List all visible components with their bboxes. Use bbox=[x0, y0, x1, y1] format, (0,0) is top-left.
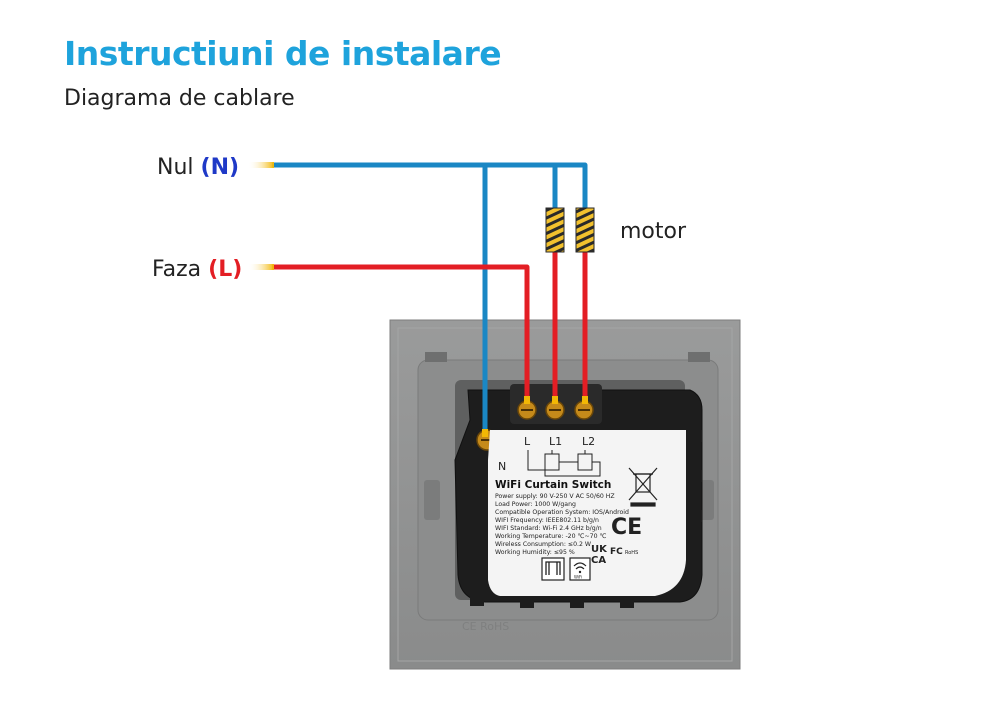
terminal-screw-l2 bbox=[574, 400, 594, 420]
wifi-tag: WiFi bbox=[574, 575, 582, 580]
terminal-label-n: N bbox=[498, 460, 506, 473]
wire-tip bbox=[524, 396, 530, 404]
ukca-mark-top: UK bbox=[591, 544, 608, 555]
label-panel bbox=[488, 430, 686, 596]
wire-tip bbox=[482, 429, 488, 437]
spec-line: WIFI Frequency: IEEE802.11 b/g/n bbox=[495, 517, 599, 524]
product-name: WiFi Curtain Switch bbox=[495, 479, 611, 491]
live-wire bbox=[272, 264, 530, 400]
wire-tip bbox=[552, 396, 558, 404]
ce-mark: CE bbox=[611, 515, 642, 540]
spec-line: Working Temperature: -20 ℃~70 ℃ bbox=[495, 533, 606, 540]
curtain-icon bbox=[541, 557, 565, 581]
circuit-schematic-icon bbox=[527, 450, 601, 477]
wire-tip bbox=[582, 396, 588, 404]
neutral-wire-tip bbox=[248, 162, 274, 168]
neutral-label: Nul (N) bbox=[157, 155, 239, 180]
fc-mark: FC bbox=[610, 547, 623, 557]
spec-line: Power supply: 90 V-250 V AC 50/60 HZ bbox=[495, 493, 615, 500]
motor-connector-1 bbox=[545, 207, 565, 253]
spec-line: Load Power: 1000 W/gang bbox=[495, 501, 576, 508]
motor-connector-2 bbox=[575, 207, 595, 253]
live-label: Faza (L) bbox=[152, 257, 242, 282]
spec-line: WIFI Standard: Wi-Fi 2.4 GHz b/g/n bbox=[495, 525, 602, 532]
spec-line: Wireless Consumption: ≤0.2 W bbox=[495, 541, 591, 548]
spec-list: Power supply: 90 V-250 V AC 50/60 HZ Loa… bbox=[495, 493, 629, 556]
neutral-code: (N) bbox=[201, 155, 240, 180]
switch-module: L L1 L2 N WiFi Curtain Switch Power supp… bbox=[454, 384, 703, 608]
page-title: Instructiuni de instalare bbox=[64, 34, 502, 73]
terminal-label-l2: L2 bbox=[582, 435, 595, 448]
wifi-icon: WiFi bbox=[569, 557, 591, 581]
page-subtitle: Diagrama de cablare bbox=[64, 86, 295, 111]
terminal-label-l1: L1 bbox=[549, 435, 562, 448]
spec-line: Compatible Operation System: IOS/Android bbox=[495, 509, 629, 516]
motor-label: motor bbox=[620, 219, 687, 244]
spec-line: Working Humidity: ≤95 % bbox=[495, 549, 575, 556]
ukca-mark-bottom: CA bbox=[591, 555, 606, 566]
terminal-label-l: L bbox=[524, 435, 531, 448]
live-code: (L) bbox=[208, 257, 242, 282]
live-wire-tip bbox=[248, 264, 274, 270]
frame-marks: CE RoHS bbox=[462, 620, 509, 633]
weee-bin-icon bbox=[628, 467, 658, 507]
rohs-mark: RoHS bbox=[625, 550, 638, 556]
